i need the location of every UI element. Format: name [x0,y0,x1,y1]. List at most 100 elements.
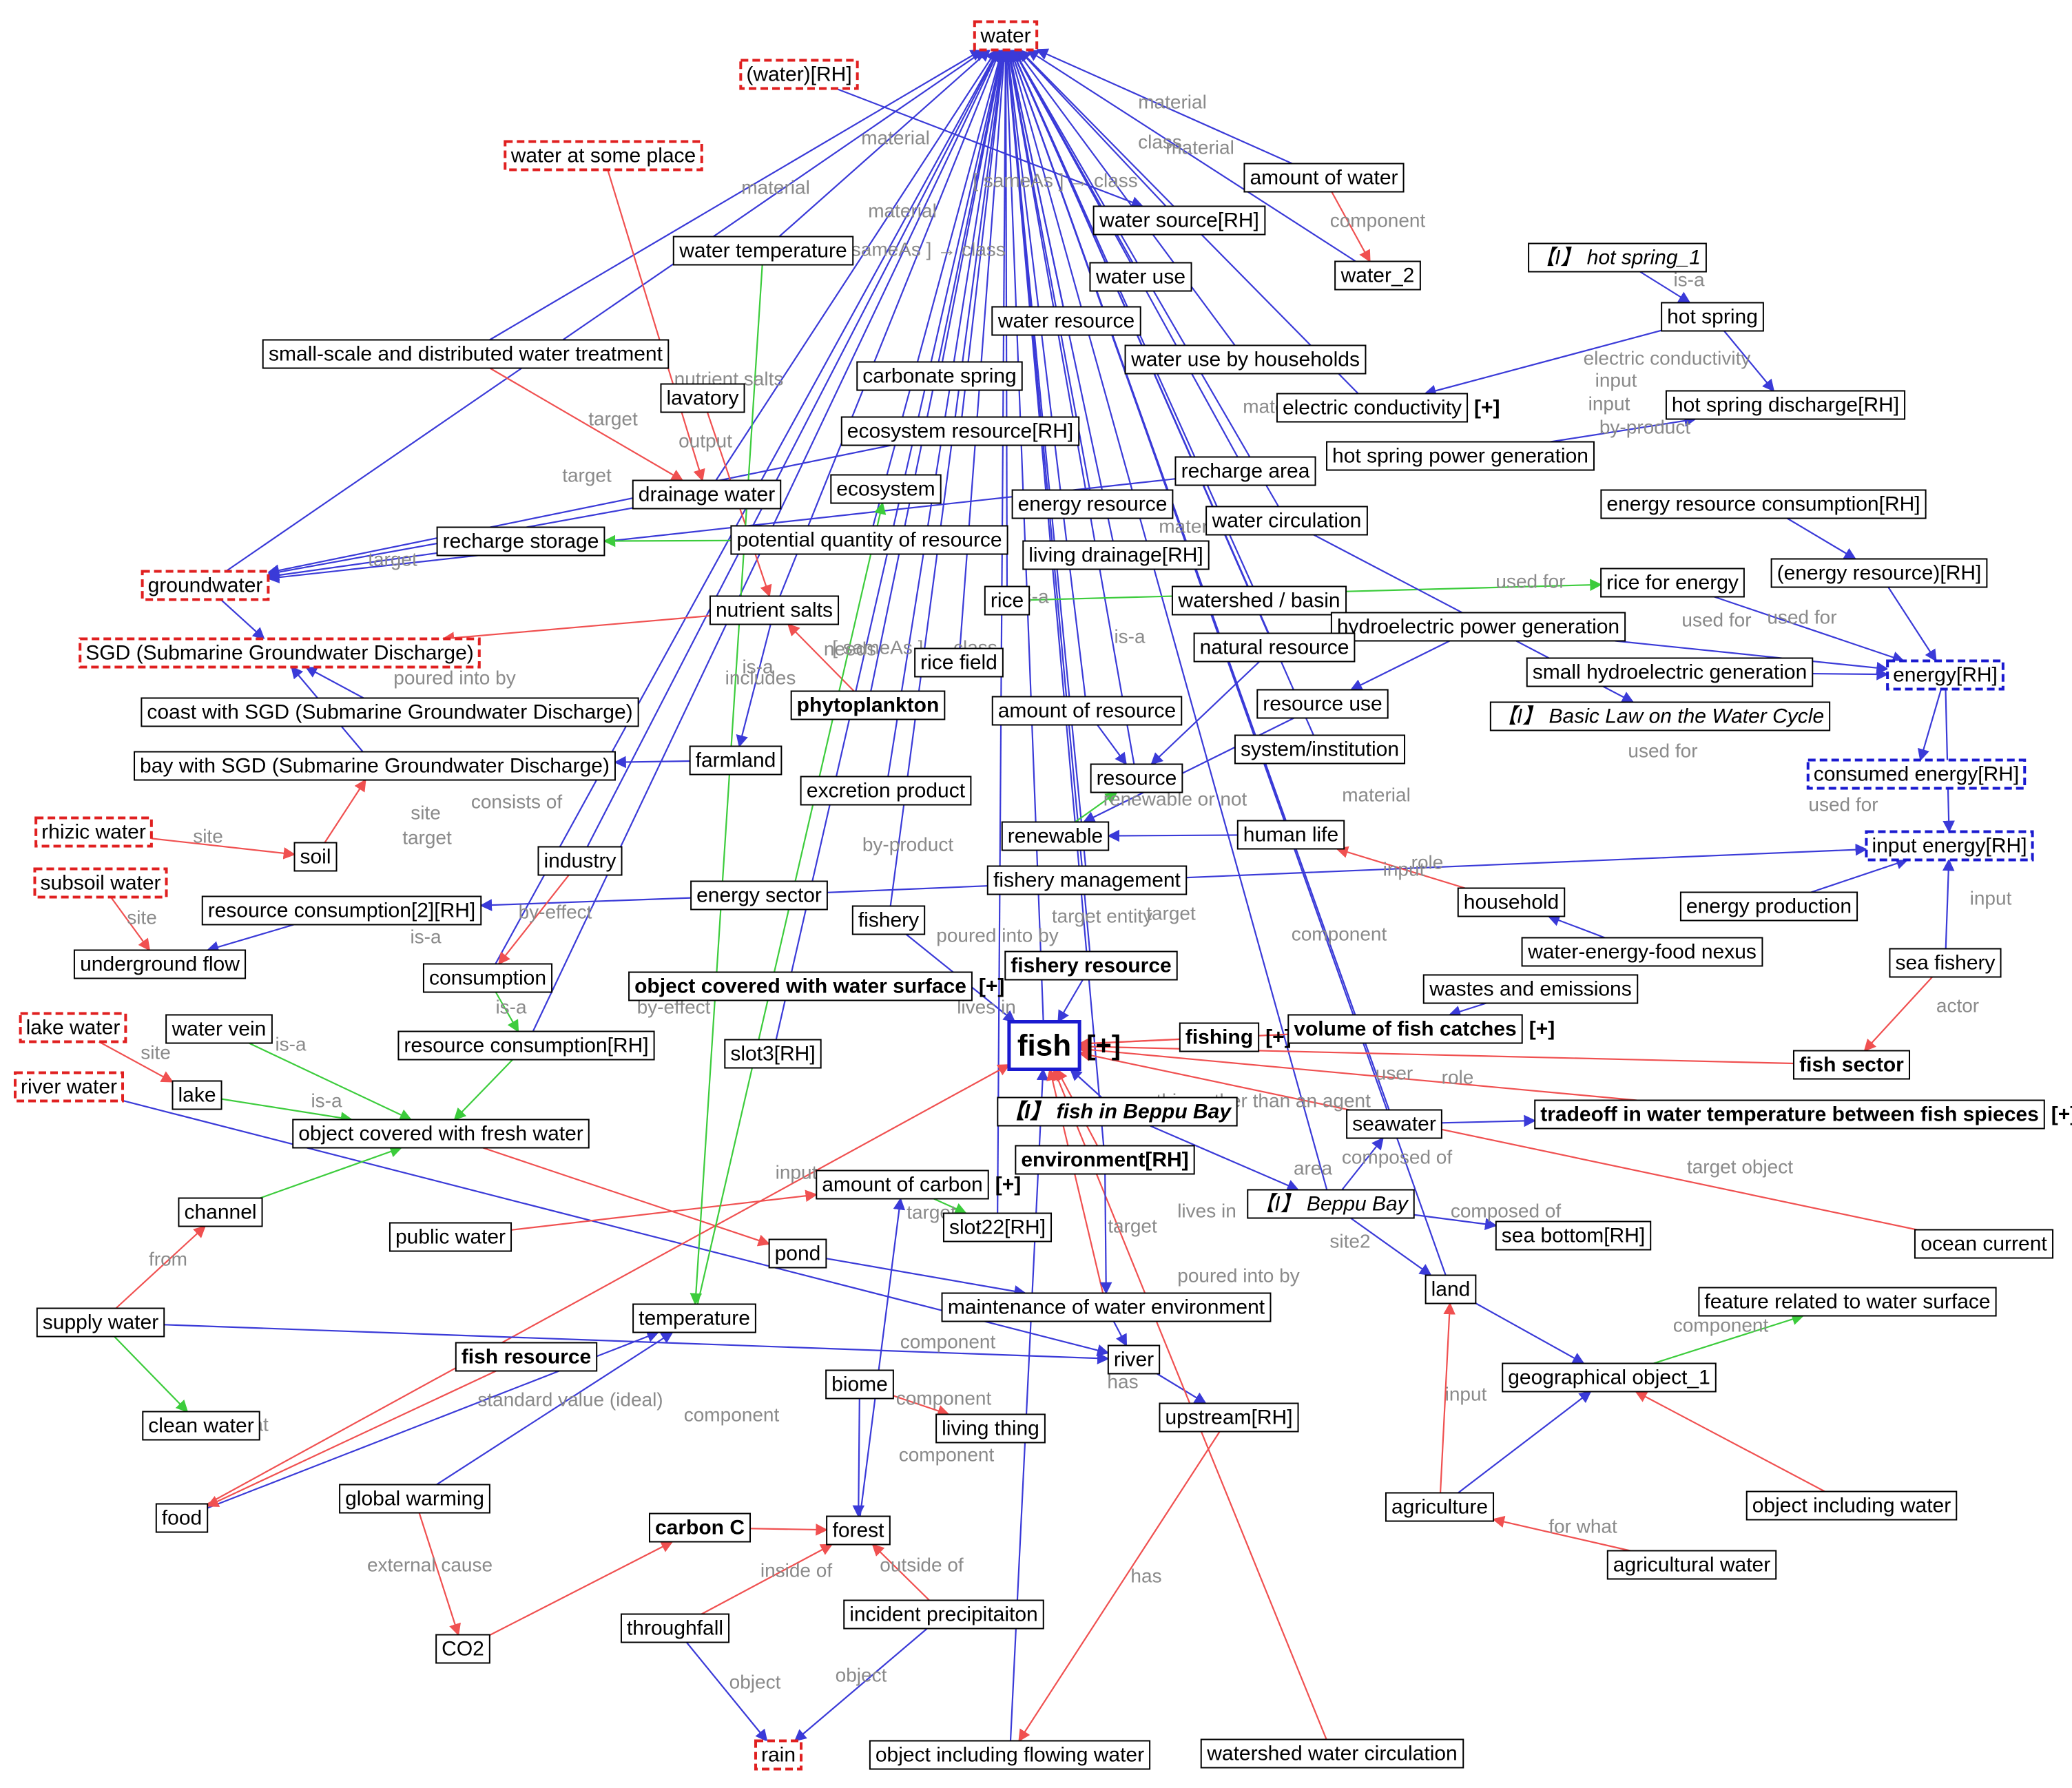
node-amount-water[interactable]: amount of water [1243,163,1405,193]
node-pond[interactable]: pond [768,1238,827,1269]
expand-marker[interactable]: [+] [2051,1103,2072,1126]
node-resource[interactable]: resource [1090,763,1183,793]
node-rice[interactable]: rice [984,585,1030,616]
node-rice-field[interactable]: rice field [914,647,1004,678]
node-global-warming[interactable]: global warming [339,1484,490,1514]
node-potential-quantity[interactable]: potential quantity of resource [730,525,1008,555]
node-water-use-households[interactable]: water use by households [1124,344,1367,375]
node-ecosystem-resource[interactable]: ecosystem resource[RH] [840,416,1080,446]
node-resource-consumption[interactable]: resource consumption[RH] [397,1030,655,1061]
node-recharge-storage[interactable]: recharge storage [436,526,605,557]
node-electric-cond[interactable]: electric conductivity[+] [1276,393,1500,423]
node-maintenance[interactable]: maintenance of water environment [941,1292,1272,1322]
node-sea-bottom[interactable]: sea bottom[RH] [1495,1220,1652,1251]
node-land[interactable]: land [1424,1274,1477,1304]
node-bay-sgd[interactable]: bay with SGD (Submarine Groundwater Disc… [134,751,616,781]
node-energy-resource-consumption[interactable]: energy resource consumption[RH] [1600,489,1927,519]
node-feature-surface[interactable]: feature related to water surface [1698,1287,1997,1317]
node-renewable[interactable]: renewable [1001,821,1110,851]
node-resource-consumption2[interactable]: resource consumption[2][RH] [201,895,482,926]
node-natural-resource[interactable]: natural resource [1193,632,1356,663]
node-small-hydroelectric[interactable]: small hydroelectric generation [1526,657,1814,687]
node-subsoil-water[interactable]: subsoil water [33,867,168,899]
node-object-fresh-water[interactable]: object covered with fresh water [292,1119,590,1149]
expand-marker[interactable]: [+] [995,1174,1022,1196]
node-water2[interactable]: water_2 [1334,260,1421,291]
node-environment-rh[interactable]: environment[RH] [1015,1145,1195,1175]
node-farmland[interactable]: farmland [689,745,783,776]
node-ocean-current[interactable]: ocean current [1914,1229,2054,1259]
node-tradeoff[interactable]: tradeoff in water temperature between fi… [1534,1099,2072,1130]
node-coast-sgd[interactable]: coast with SGD (Submarine Groundwater Di… [141,697,639,727]
node-object-water-surface[interactable]: object covered with water surface[+] [628,971,1005,1001]
node-ecosystem[interactable]: ecosystem [830,474,942,504]
node-groundwater[interactable]: groundwater [141,570,270,601]
node-volume-fish[interactable]: volume of fish catches[+] [1287,1014,1555,1044]
node-agriculture[interactable]: agriculture [1385,1492,1495,1522]
node-beppu-bay[interactable]: 【I】 Beppu Bay [1247,1189,1415,1219]
node-energy-sector[interactable]: energy sector [690,880,828,911]
node-recharge-area[interactable]: recharge area [1174,456,1316,486]
node-hot-spring1[interactable]: 【I】 hot spring_1 [1528,242,1707,273]
node-amount-resource[interactable]: amount of resource [991,696,1183,726]
node-wastes[interactable]: wastes and emissions [1422,974,1639,1004]
node-excretion-product[interactable]: excretion product [800,776,972,806]
node-soil[interactable]: soil [293,842,338,872]
node-carbon-c[interactable]: carbon C [648,1512,752,1543]
node-amount-carbon[interactable]: amount of carbon[+] [816,1170,1022,1200]
node-river[interactable]: river [1107,1344,1161,1375]
node-drainage-water[interactable]: drainage water [632,479,782,510]
node-lake[interactable]: lake [172,1080,222,1110]
node-biome[interactable]: biome [825,1369,894,1400]
node-system-institution[interactable]: system/institution [1234,734,1406,765]
node-underground-flow[interactable]: underground flow [73,949,247,979]
node-watershed-circulation[interactable]: watershed water circulation [1200,1738,1464,1769]
node-lavatory[interactable]: lavatory [660,383,745,413]
node-hot-spring-discharge[interactable]: hot spring discharge[RH] [1665,390,1906,420]
node-watershed-basin[interactable]: watershed / basin [1171,585,1347,616]
node-slot22[interactable]: slot22[RH] [942,1212,1053,1243]
expand-marker[interactable]: [+] [1474,397,1500,419]
node-water[interactable]: water [973,20,1039,52]
node-object-flowing-water[interactable]: object including flowing water [869,1740,1151,1770]
node-channel[interactable]: channel [178,1197,263,1227]
node-fish[interactable]: fish[+] [1007,1020,1121,1071]
node-water-resource[interactable]: water resource [991,306,1141,336]
node-agricultural-water[interactable]: agricultural water [1606,1550,1777,1580]
node-co2[interactable]: CO2 [435,1634,490,1664]
node-sgd[interactable]: SGD (Submarine Groundwater Discharge) [79,637,481,669]
expand-marker[interactable]: [+] [1086,1030,1121,1061]
node-fish-resource[interactable]: fish resource [455,1342,598,1372]
node-energy-production[interactable]: energy production [1679,891,1858,922]
node-fishery[interactable]: fishery [851,905,926,935]
node-water-use[interactable]: water use [1089,262,1192,292]
expand-marker[interactable]: [+] [979,975,1005,998]
node-small-scale[interactable]: small-scale and distributed water treatm… [262,339,670,369]
node-phytoplankton[interactable]: phytoplankton [790,690,946,720]
node-public-water[interactable]: public water [388,1222,512,1252]
node-basic-law[interactable]: 【I】 Basic Law on the Water Cycle [1489,701,1831,731]
node-clean-water[interactable]: clean water [142,1411,260,1441]
node-geo-object[interactable]: geographical object_1 [1502,1362,1717,1393]
node-forest[interactable]: forest [826,1515,891,1546]
node-fish-sector[interactable]: fish sector [1792,1050,1911,1080]
node-energy-resource[interactable]: energy resource [1011,489,1174,519]
node-hot-spring-power[interactable]: hot spring power generation [1326,441,1595,471]
node-water-rh[interactable]: (water)[RH] [739,59,859,90]
node-human-life[interactable]: human life [1236,820,1345,850]
node-river-water[interactable]: river water [13,1071,125,1103]
node-energy-resource-rh[interactable]: (energy resource)[RH] [1770,558,1988,588]
node-object-including-water[interactable]: object including water [1745,1490,1958,1521]
node-fish-beppu[interactable]: 【I】 fish in Beppu Bay [997,1096,1238,1127]
node-resource-use[interactable]: resource use [1256,689,1389,719]
node-water-circulation[interactable]: water circulation [1205,506,1368,536]
node-fishing[interactable]: fishing[+] [1179,1022,1292,1052]
node-upstream[interactable]: upstream[RH] [1159,1402,1299,1433]
node-temperature[interactable]: temperature [632,1303,756,1333]
node-living-drainage[interactable]: living drainage[RH] [1022,540,1210,570]
node-water-some-place[interactable]: water at some place [504,140,703,171]
node-consumed-energy[interactable]: consumed energy[RH] [1806,758,2027,790]
node-incident-precip[interactable]: incident precipitaiton [843,1599,1044,1630]
expand-marker[interactable]: [+] [1529,1018,1555,1041]
node-supply-water[interactable]: supply water [36,1307,165,1338]
